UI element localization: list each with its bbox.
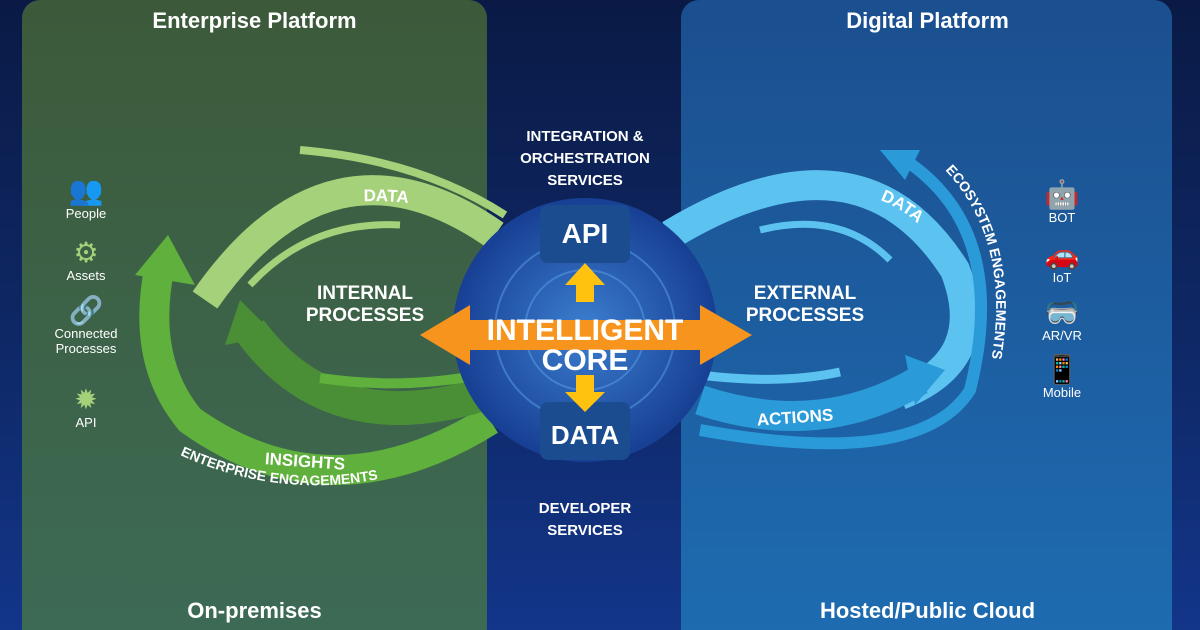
digital-platform-title: Digital Platform: [846, 8, 1009, 33]
right-data-inner-stroke: [759, 220, 893, 263]
insights-arrowhead: [225, 300, 275, 345]
mobile-label: Mobile: [1042, 385, 1082, 400]
core-title-line1: INTELLIGENT: [486, 314, 684, 347]
left-data-inner-stroke: [247, 221, 401, 288]
ecosystem-arrowhead: [880, 150, 920, 180]
external-processes-label: EXTERNAL PROCESSES: [745, 283, 865, 326]
enterprise-engagement-arc: [139, 261, 498, 485]
side-item-connected: 🔗Connected Processes: [41, 295, 131, 357]
side-item-api: ✹API: [41, 384, 131, 431]
left-data-text: DATA: [363, 186, 409, 207]
chain-link-icon: 🔗: [68, 295, 104, 326]
side-item-iot: 🚗IoT: [1017, 239, 1107, 286]
gear-api-icon: ✹: [74, 384, 98, 415]
mobile-icon: 📱: [1044, 354, 1080, 385]
left-data-label: DATA: [363, 186, 409, 207]
api-box: [540, 205, 630, 263]
side-item-assets: ⚙Assets: [41, 237, 131, 284]
people-label: People: [65, 206, 107, 221]
insights-arc: [236, 319, 485, 426]
api-label: API: [561, 218, 609, 249]
external-arrow: [699, 367, 841, 384]
robot-arm-icon: ⚙: [73, 237, 99, 268]
on-premises-label: On-premises: [187, 598, 322, 623]
internal-processes-label: INTERNAL PROCESSES: [305, 283, 425, 326]
bot-label: BOT: [1048, 210, 1076, 225]
enterprise-platform-title: Enterprise Platform: [152, 8, 357, 33]
arvr-label: AR/VR: [1042, 328, 1082, 343]
bidirectional-arrow-icon: [420, 305, 752, 365]
iot-label: IoT: [1052, 270, 1072, 285]
side-item-mobile: 📱Mobile: [1017, 354, 1107, 401]
actions-arrowhead: [905, 355, 945, 405]
integration-services-label: INTEGRATION & ORCHESTRATION SERVICES: [520, 128, 650, 189]
vr-headset-icon: 🥽: [1044, 297, 1080, 328]
data-box: [540, 402, 630, 460]
up-arrow-icon: [565, 263, 605, 302]
hosted-cloud-label: Hosted/Public Cloud: [819, 598, 1036, 623]
api-item-label: API: [75, 415, 97, 430]
actions-arc: [695, 367, 928, 431]
internal-arrow: [319, 370, 481, 389]
side-item-bot: 🤖BOT: [1017, 179, 1107, 226]
side-item-arvr: 🥽AR/VR: [1017, 297, 1107, 344]
digital-platform-panel: [681, 0, 1172, 630]
connected-processes-label: Connected Processes: [54, 326, 118, 356]
assets-label: Assets: [66, 268, 106, 283]
left-data-arc: [192, 175, 504, 309]
data-label: DATA: [550, 420, 620, 450]
left-data-outer-stroke: [299, 146, 508, 219]
ecosystem-arc: [698, 155, 987, 450]
right-data-arc: [662, 170, 980, 409]
down-arrow-icon: [565, 375, 605, 412]
people-icon: 👥: [68, 175, 104, 206]
side-item-people: 👥People: [41, 175, 131, 222]
enterprise-arrowhead: [135, 235, 195, 285]
developer-services-label: DEVELOPER SERVICES: [538, 500, 632, 539]
bot-icon: 🤖: [1044, 179, 1080, 210]
car-icon: 🚗: [1044, 239, 1080, 270]
core-title-line2: CORE: [541, 344, 629, 377]
